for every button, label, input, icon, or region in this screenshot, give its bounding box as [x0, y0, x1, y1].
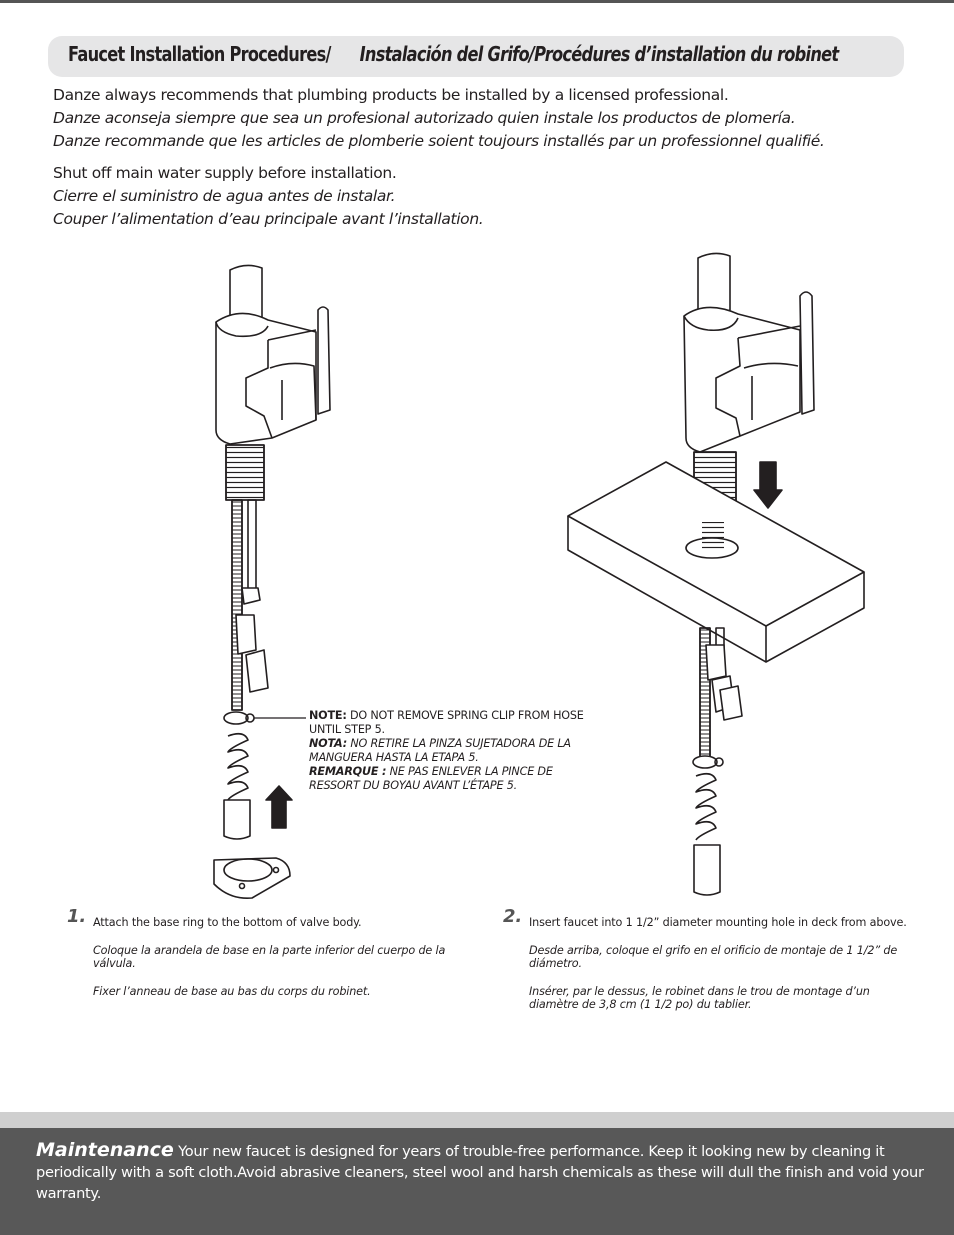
maintenance-top-strip	[0, 1112, 954, 1128]
step-2-number: 2.	[503, 906, 523, 927]
step-1-french: Fixer l’anneau de base au bas du corps d…	[93, 984, 371, 998]
note-spanish: NOTA: NO RETIRE LA PINZA SUJETADORA DE L…	[309, 737, 599, 765]
page-title-bar: Faucet Installation Procedures/Instalaci…	[48, 36, 904, 77]
step-2: 2. Insert faucet into 1 1/2” diameter mo…	[503, 908, 914, 1026]
top-rule	[0, 0, 954, 3]
maintenance-title: Maintenance	[36, 1139, 174, 1161]
maintenance-section: Maintenance Your new faucet is designed …	[0, 1128, 954, 1235]
note-english-label: NOTE:	[309, 709, 347, 722]
step-1: 1. Attach the base ring to the bottom of…	[67, 908, 453, 1012]
water-notice-spanish: Cierre el suministro de agua antes de in…	[53, 187, 396, 205]
page-title: Faucet Installation Procedures/Instalaci…	[68, 42, 892, 66]
note-spanish-label: NOTA:	[309, 737, 347, 750]
step-1-spanish: Coloque la arandela de base en la parte …	[93, 943, 446, 971]
note-french: REMARQUE : NE PAS ENLEVER LA PINCE DE RE…	[309, 765, 599, 793]
note-english-text: DO NOT REMOVE SPRING CLIP FROM HOSE UNTI…	[309, 709, 584, 736]
note-english: NOTE: DO NOT REMOVE SPRING CLIP FROM HOS…	[309, 709, 599, 737]
note-french-text: NE PAS ENLEVER LA PINCE DE RESSORT DU BO…	[309, 765, 553, 792]
note-spanish-text: NO RETIRE LA PINZA SUJETADORA DE LA MANG…	[309, 737, 571, 764]
maintenance-text: Your new faucet is designed for years of…	[36, 1143, 924, 1202]
water-notice-english: Shut off main water supply before instal…	[53, 164, 397, 182]
title-spanish-french: Instalación del Grifo/Procédures d’insta…	[359, 42, 840, 66]
spring-clip-note: NOTE: DO NOT REMOVE SPRING CLIP FROM HOS…	[309, 709, 599, 793]
faucet-figure-1	[213, 264, 331, 900]
step-2-spanish: Desde arriba, coloque el grifo en el ori…	[529, 943, 898, 971]
faucet-figure-2	[567, 252, 865, 896]
step-1-number: 1.	[67, 906, 87, 927]
note-french-label: REMARQUE :	[309, 765, 387, 778]
water-supply-notice: Shut off main water supply before instal…	[53, 162, 484, 231]
water-notice-french: Couper l’alimentation d’eau principale a…	[53, 210, 484, 228]
notice-english: Danze always recommends that plumbing pr…	[53, 86, 729, 104]
step-2-english: Insert faucet into 1 1/2” diameter mount…	[529, 916, 907, 929]
notice-spanish: Danze aconseja siempre que sea un profes…	[53, 109, 796, 127]
notice-french: Danze recommande que les articles de plo…	[53, 132, 825, 150]
title-english: Faucet Installation Procedures/	[68, 42, 331, 66]
step-1-english: Attach the base ring to the bottom of va…	[93, 916, 362, 929]
licensed-professional-notice: Danze always recommends that plumbing pr…	[53, 84, 825, 153]
step-2-french: Insérer, par le dessus, le robinet dans …	[529, 984, 870, 1012]
